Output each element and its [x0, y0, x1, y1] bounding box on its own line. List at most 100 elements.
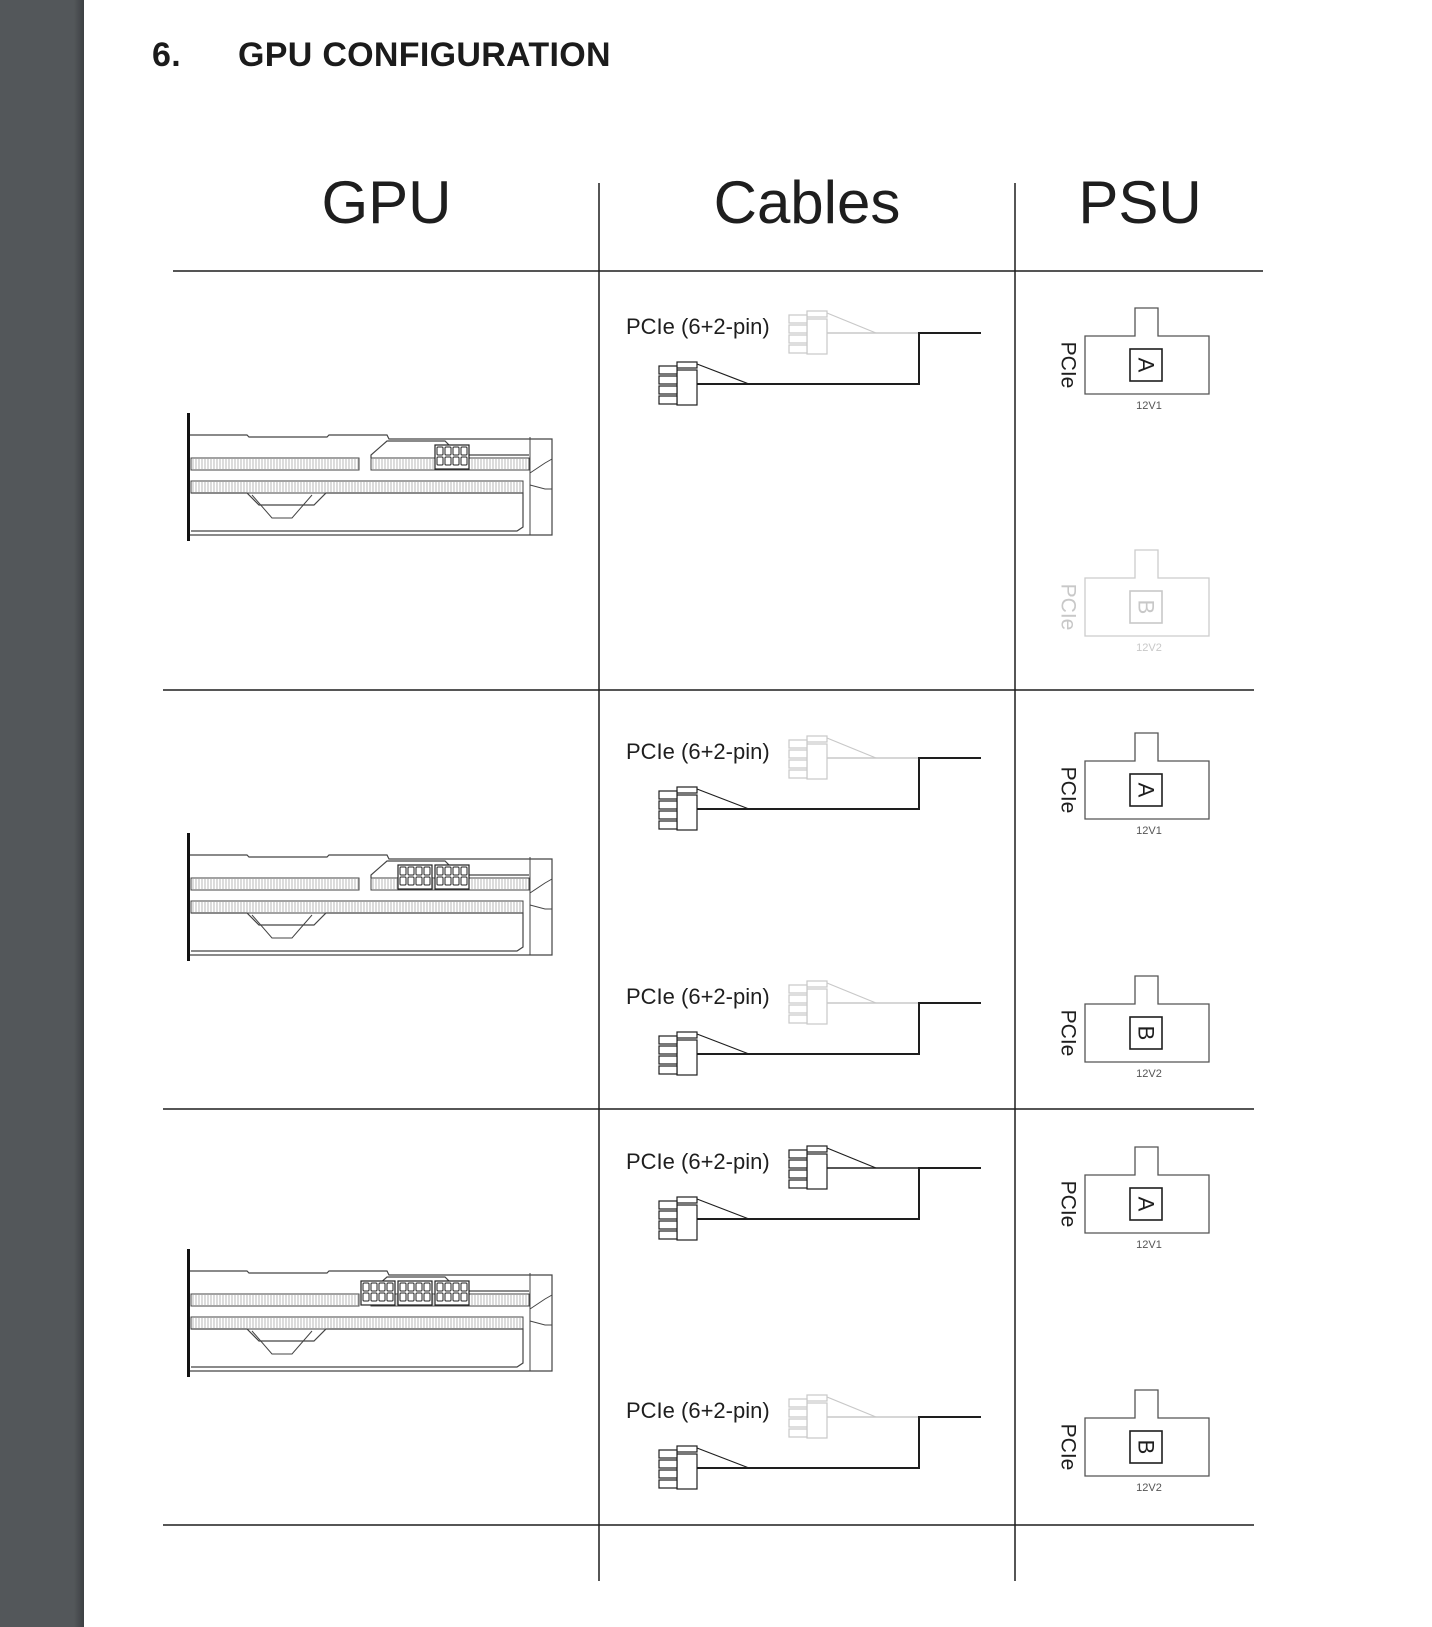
connector-pin [788, 1398, 808, 1408]
connector-pin [788, 994, 808, 1004]
connector-pin [444, 456, 452, 466]
column-header-gpu: GPU [321, 169, 452, 236]
connector-pin [658, 820, 678, 830]
gpu-edge [529, 878, 553, 894]
connector-pin [658, 1210, 678, 1220]
connector-pin [460, 866, 468, 876]
connector-body [806, 318, 828, 355]
connector-pin [407, 866, 415, 876]
gpu-edge [529, 904, 552, 910]
connector-pin [658, 810, 678, 820]
connector-clip [676, 786, 698, 794]
connector-body [806, 1153, 828, 1190]
psu-port-letter: B [1134, 1440, 1159, 1455]
connector-clip [806, 1394, 828, 1402]
psu-port-label: PCIe [1057, 767, 1080, 814]
cable-wire [696, 1447, 750, 1469]
pcie-connector-secondary [788, 1394, 828, 1439]
psu-rail-label: 12V1 [1136, 400, 1162, 412]
cable-wire [826, 1147, 877, 1169]
connector-pin [436, 876, 444, 886]
heatsink-fins [190, 457, 360, 471]
connector-pin [658, 800, 678, 810]
connector-pin [386, 1292, 394, 1302]
connector-pin [444, 1282, 452, 1292]
connector-pin [788, 344, 808, 354]
pcie-cable-1 [658, 735, 981, 831]
pcie-cable-label: PCIe (6+2-pin) [626, 314, 770, 339]
connector-pin [788, 1169, 808, 1179]
psu-port-box [1129, 590, 1163, 624]
pcie-connector-primary [658, 1196, 698, 1241]
pcie-cable-2 [658, 980, 981, 1076]
column-header-psu: PSU [1078, 169, 1202, 236]
cable-wire [826, 1396, 877, 1418]
connector-pin [362, 1282, 370, 1292]
connector-pin [436, 866, 444, 876]
connector-pin [452, 456, 460, 466]
connector-body [806, 1402, 828, 1439]
connector-pin [415, 1292, 423, 1302]
viewer-sidebar [0, 0, 84, 1627]
psu-port-letter: A [1134, 783, 1159, 798]
connector-pin [658, 395, 678, 405]
connector-pin [423, 876, 431, 886]
connector-pin [788, 769, 808, 779]
gpu-bracket [187, 413, 190, 541]
psu-port-label: PCIe [1057, 584, 1080, 631]
connector-pin [444, 866, 452, 876]
connector-pin [407, 876, 415, 886]
psu-port-letter: B [1134, 600, 1159, 615]
shroud-lower [191, 1328, 524, 1368]
connector-clip [806, 310, 828, 318]
gpu-shroud [190, 434, 553, 536]
psu-rail-label: 12V2 [1136, 642, 1162, 654]
connector-clip [676, 1031, 698, 1039]
shroud-edge [370, 440, 529, 458]
psu-rail-label: 12V2 [1136, 1068, 1162, 1080]
cable-wire [826, 737, 877, 759]
connector-pin [460, 1292, 468, 1302]
connector-pin [436, 446, 444, 456]
connector-pin [658, 375, 678, 385]
psu-port-box [1129, 773, 1163, 807]
column-header-cables: Cables [713, 169, 901, 236]
connector-pin [378, 1292, 386, 1302]
psu-port-b: B PCIe 12V2 [1057, 549, 1210, 654]
connector-pin [452, 866, 460, 876]
connector-pin [407, 1282, 415, 1292]
pcie-cable-label: PCIe (6+2-pin) [626, 739, 770, 764]
cable-wire [696, 1033, 750, 1055]
connector-pin [788, 1428, 808, 1438]
connector-pin [460, 876, 468, 886]
psu-port-box [1129, 1187, 1163, 1221]
gpu-bracket [187, 1249, 190, 1377]
gpu-card-illustration [187, 413, 553, 541]
pcie-cable-label: PCIe (6+2-pin) [626, 1398, 770, 1423]
gpu-edge [529, 484, 552, 490]
psu-rail-label: 12V1 [1136, 1239, 1162, 1251]
psu-rail-label: 12V1 [1136, 825, 1162, 837]
connector-pin [788, 1159, 808, 1169]
shroud-edge [370, 860, 529, 878]
psu-port-a: A PCIe 12V1 [1057, 732, 1210, 837]
pcie-connector-secondary [788, 735, 828, 780]
connector-pin [362, 1292, 370, 1302]
connector-pin [370, 1282, 378, 1292]
connector-pin [788, 739, 808, 749]
connector-pin [399, 876, 407, 886]
gpu-edge [529, 1294, 553, 1310]
pcie-cable-1 [658, 1145, 981, 1241]
pcie-connector-secondary [788, 310, 828, 355]
connector-pin [658, 1055, 678, 1065]
cable-wire [697, 1002, 981, 1055]
connector-pin [399, 1292, 407, 1302]
connector-pin [788, 314, 808, 324]
connector-pin [407, 1292, 415, 1302]
connector-pin [436, 456, 444, 466]
